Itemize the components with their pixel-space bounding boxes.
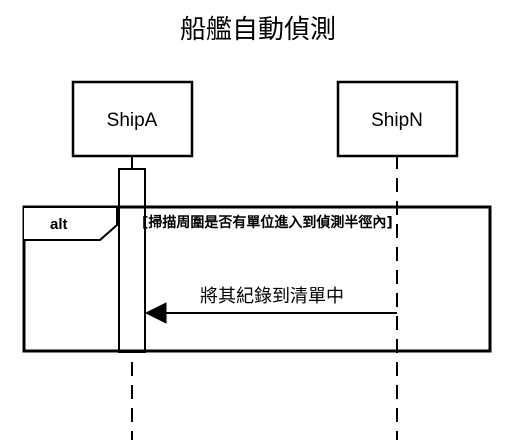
participant-shipa: ShipA — [71, 80, 194, 158]
message-record-to-list: 將其紀錄到清單中 — [144, 286, 397, 324]
alt-fragment-guard: [掃描周圍是否有單位進入到偵測半徑內] — [142, 214, 393, 231]
activation-bar-shipa — [118, 168, 146, 353]
participant-label-shipa: ShipA — [107, 110, 158, 131]
alt-fragment: alt [掃描周圍是否有單位進入到偵測半徑內] — [22, 205, 492, 353]
participant-box-shipn — [336, 80, 459, 158]
message-label: 將其紀錄到清單中 — [200, 286, 344, 307]
alt-fragment-frame — [22, 205, 492, 353]
message-arrowhead — [144, 302, 167, 324]
diagram-title: 船艦自動偵測 — [180, 15, 336, 45]
participant-label-shipn: ShipN — [371, 110, 423, 131]
alt-fragment-operator: alt — [50, 216, 68, 233]
participant-shipn: ShipN — [336, 80, 459, 158]
alt-fragment-tag-shape — [24, 206, 118, 241]
participant-box-shipa — [71, 80, 194, 158]
